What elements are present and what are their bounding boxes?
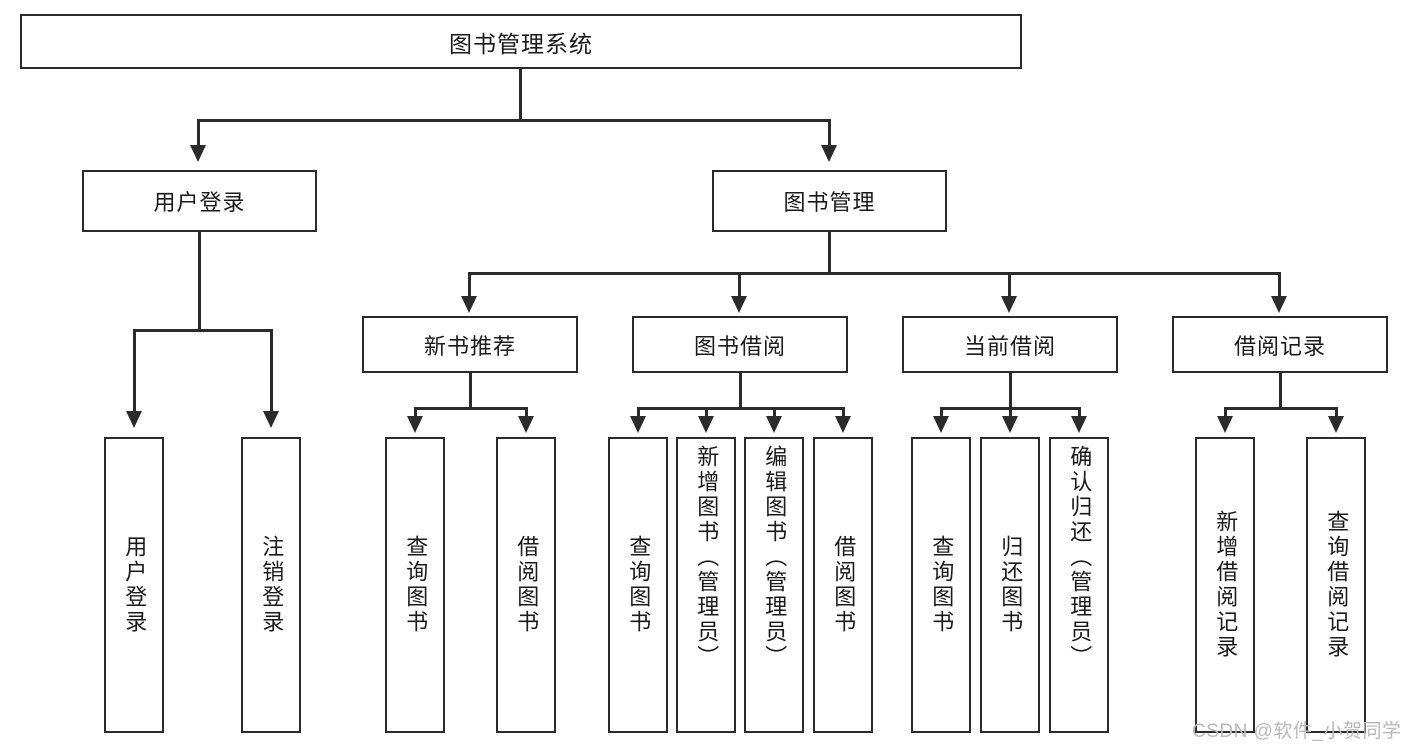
connector-book-borrow-stem: [739, 373, 742, 410]
leaf-label: 确认归还（管理员）: [1067, 445, 1093, 670]
leaf-borrow-record-add-record[interactable]: 新增借阅记录: [1195, 437, 1255, 733]
leaf-new-book-borrow-book[interactable]: 借阅图书: [496, 437, 556, 733]
arrowhead-current-borrow-leaf-1: [1002, 416, 1018, 433]
connector-borrow-record-bus: [1224, 407, 1338, 410]
leaf-book-borrow-query-book[interactable]: 查询图书: [608, 437, 668, 733]
connector-borrow-record-to-leaf-0: [1224, 407, 1227, 423]
node-root-system[interactable]: 图书管理系统: [20, 14, 1022, 69]
connector-book-mgmt-bus: [468, 272, 1280, 275]
arrowhead-new-book-leaf-0: [407, 416, 423, 433]
arrowhead-current-borrow-leaf-0: [933, 416, 949, 433]
leaf-current-borrow-return-book[interactable]: 归还图书: [980, 437, 1040, 733]
arrowhead-book-mgmt-record: [1271, 296, 1287, 313]
connector-book-mgmt-stem: [828, 232, 831, 274]
node-label: 新书推荐: [423, 333, 516, 359]
leaf-label: 新增图书（管理员）: [694, 445, 720, 670]
arrowhead-root-to-book-mgmt: [821, 145, 837, 162]
connector-current-borrow-to-leaf-0: [940, 407, 943, 423]
connector-borrow-record-stem: [1279, 373, 1282, 410]
node-label: 当前借阅: [963, 333, 1056, 359]
arrowhead-book-borrow-leaf-1: [698, 416, 714, 433]
arrowhead-book-borrow-leaf-3: [835, 416, 851, 433]
leaf-label: 查询图书: [403, 535, 429, 635]
leaf-user-login-logout[interactable]: 注销登录: [241, 437, 301, 733]
connector-book-mgmt-to-borrow: [738, 272, 741, 304]
arrowhead-book-borrow-leaf-0: [630, 416, 646, 433]
connector-book-mgmt-to-current: [1008, 272, 1011, 304]
connector-user-login-to-leaf-1: [270, 329, 273, 419]
connector-borrow-record-to-leaf-1: [1335, 407, 1338, 423]
connector-book-borrow-to-leaf-0: [637, 407, 640, 423]
connector-current-borrow-stem: [1009, 373, 1012, 410]
node-book-management[interactable]: 图书管理: [712, 170, 947, 232]
connector-book-mgmt-to-record: [1278, 272, 1281, 304]
leaf-label: 归还图书: [998, 535, 1024, 635]
connector-current-borrow-to-leaf-1: [1009, 407, 1012, 423]
leaf-book-borrow-add-book[interactable]: 新增图书（管理员）: [676, 437, 736, 733]
leaf-user-login-login[interactable]: 用户登录: [104, 437, 164, 733]
node-user-login[interactable]: 用户登录: [82, 170, 317, 232]
connector-new-book-bus: [414, 407, 528, 410]
connector-new-book-to-leaf-1: [525, 407, 528, 423]
leaf-label: 编辑图书（管理员）: [762, 445, 788, 670]
arrowhead-new-book-leaf-1: [518, 416, 534, 433]
connector-user-login-bus: [133, 329, 273, 332]
leaf-label: 注销登录: [259, 535, 285, 635]
connector-new-book-stem: [469, 373, 472, 410]
arrowhead-book-mgmt-new-book: [461, 296, 477, 313]
connector-root-to-book-mgmt: [828, 119, 831, 152]
arrowhead-book-mgmt-borrow: [731, 296, 747, 313]
connector-root-stem: [519, 69, 522, 120]
leaf-label: 查询借阅记录: [1324, 510, 1350, 660]
leaf-borrow-record-query-record[interactable]: 查询借阅记录: [1306, 437, 1366, 733]
node-label: 图书借阅: [693, 333, 786, 359]
leaf-label: 查询图书: [626, 535, 652, 635]
leaf-label: 查询图书: [929, 535, 955, 635]
connector-user-login-stem: [198, 232, 201, 332]
connector-current-borrow-to-leaf-2: [1078, 407, 1081, 423]
node-label: 用户登录: [153, 190, 246, 215]
connector-book-borrow-to-leaf-1: [705, 407, 708, 423]
arrowhead-book-mgmt-current: [1001, 296, 1017, 313]
node-label: 图书管理系统: [449, 30, 593, 57]
connector-user-login-to-leaf-0: [133, 329, 136, 419]
node-label: 图书管理: [783, 190, 876, 215]
arrowhead-borrow-record-leaf-1: [1328, 416, 1344, 433]
leaf-current-borrow-query-book[interactable]: 查询图书: [911, 437, 971, 733]
leaf-new-book-query-book[interactable]: 查询图书: [385, 437, 445, 733]
node-book-borrow[interactable]: 图书借阅: [632, 316, 848, 373]
arrowhead-root-to-user-login: [190, 145, 206, 162]
node-new-book-recommend[interactable]: 新书推荐: [362, 316, 578, 373]
connector-root-to-user-login: [197, 119, 200, 152]
leaf-current-borrow-confirm-return[interactable]: 确认归还（管理员）: [1049, 437, 1109, 733]
leaf-book-borrow-edit-book[interactable]: 编辑图书（管理员）: [744, 437, 804, 733]
arrowhead-user-login-leaf-1: [263, 411, 279, 428]
leaf-label: 新增借阅记录: [1213, 510, 1239, 660]
connector-book-borrow-to-leaf-2: [773, 407, 776, 423]
leaf-book-borrow-borrow-book[interactable]: 借阅图书: [813, 437, 873, 733]
arrowhead-borrow-record-leaf-0: [1217, 416, 1233, 433]
node-current-borrow[interactable]: 当前借阅: [902, 316, 1118, 373]
connector-root-bus: [197, 119, 831, 122]
leaf-label: 用户登录: [122, 535, 148, 635]
leaf-label: 借阅图书: [514, 535, 540, 635]
node-label: 借阅记录: [1233, 333, 1326, 359]
node-borrow-record[interactable]: 借阅记录: [1172, 316, 1388, 373]
arrowhead-user-login-leaf-0: [126, 411, 142, 428]
connector-book-borrow-bus: [637, 407, 845, 410]
arrowhead-current-borrow-leaf-2: [1071, 416, 1087, 433]
connector-book-mgmt-to-new-book: [468, 272, 471, 304]
connector-book-borrow-to-leaf-3: [842, 407, 845, 423]
leaf-label: 借阅图书: [831, 535, 857, 635]
connector-new-book-to-leaf-0: [414, 407, 417, 423]
arrowhead-book-borrow-leaf-2: [766, 416, 782, 433]
